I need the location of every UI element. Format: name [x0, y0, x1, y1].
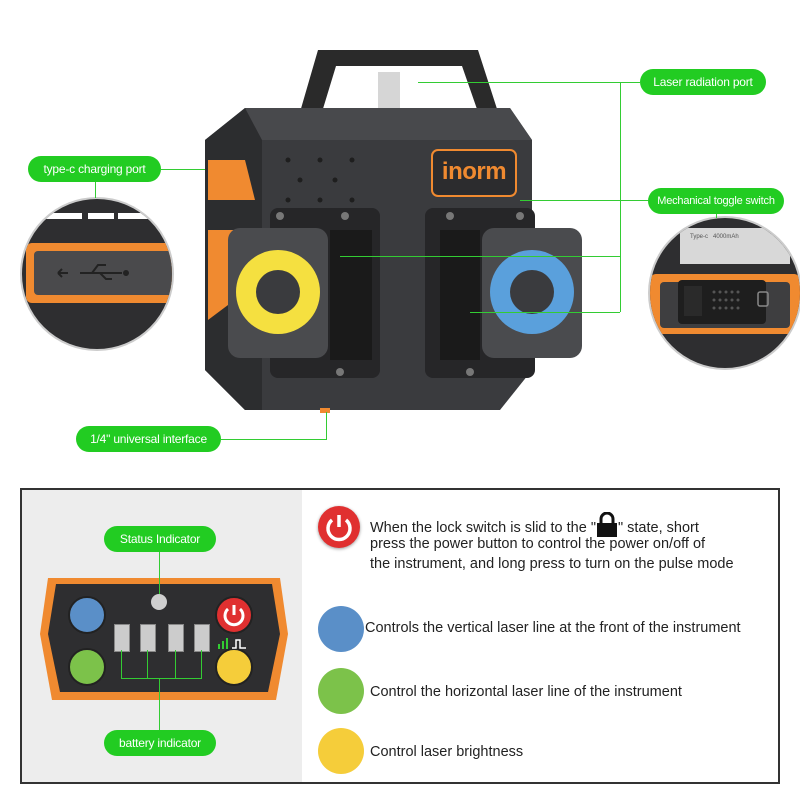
lock-icon: [596, 511, 617, 537]
blue-button-description: Controls the vertical laser line at the …: [365, 620, 741, 636]
keypad-illustration-area: Status Indicator battery indicator: [22, 490, 302, 782]
battery-segment-3: [168, 624, 184, 652]
leader-laser-port-v: [620, 82, 621, 312]
leader-charging-h: [161, 169, 205, 170]
status-indicator-label: Status Indicator: [104, 526, 216, 552]
status-indicator-light: [151, 594, 167, 610]
leader-battery-bus: [121, 678, 202, 679]
laser-level-device: [205, 50, 582, 413]
signal-pulse-icon: [218, 638, 246, 649]
battery-segment-2: [140, 624, 156, 652]
control-panel-section: Status Indicator battery indicator When …: [20, 488, 780, 784]
leader-toggle-v: [716, 214, 717, 218]
keypad-blue-button: [68, 596, 106, 634]
toggle-switch-zoom: [648, 216, 800, 370]
callout-universal-interface: 1/4" universal interface: [76, 426, 221, 452]
leader-interface-h: [221, 439, 327, 440]
keypad-power-button: [215, 596, 253, 634]
leader-battery-3: [175, 650, 176, 678]
green-button-description: Control the horizontal laser line of the…: [370, 684, 682, 700]
power-description-line2: press the power button to control the po…: [370, 536, 706, 552]
power-icon: [223, 605, 245, 627]
battery-indicator-label: battery indicator: [104, 730, 216, 756]
leader-battery-main: [159, 678, 160, 730]
callout-toggle-switch: Mechanical toggle switch: [648, 188, 784, 214]
power-button-icon: [318, 506, 360, 548]
callout-charging-port: type-c charging port: [28, 156, 161, 182]
keypad-green-button: [68, 648, 106, 686]
charging-port-zoom: [20, 197, 174, 351]
battery-segment-4: [194, 624, 210, 652]
callout-laser-radiation-port: Laser radiation port: [640, 69, 766, 95]
battery-segment-1: [114, 624, 130, 652]
green-button-icon: [318, 668, 364, 714]
power-description-line3: the instrument, and long press to turn o…: [370, 556, 734, 572]
yellow-button-description: Control laser brightness: [370, 744, 524, 760]
leader-battery-1: [121, 650, 122, 678]
power-description-line1: When the lock switch is slid to the "" s…: [370, 511, 699, 538]
leader-laser-port-h: [418, 82, 640, 83]
blue-button-icon: [318, 606, 364, 652]
leader-charging-v: [95, 182, 96, 198]
leader-laser-port-h3: [340, 256, 620, 257]
keypad: [40, 578, 288, 700]
leader-interface-v: [326, 412, 327, 439]
brand-logo: inorm: [441, 158, 507, 185]
power-icon: [326, 515, 352, 542]
battery-spec-label: Type-c 4000mAh: [690, 234, 739, 240]
yellow-button-icon: [318, 728, 364, 774]
leader-laser-port-h2: [470, 312, 620, 313]
leader-battery-4: [201, 650, 202, 678]
leader-status: [159, 552, 160, 594]
leader-toggle-h: [520, 200, 648, 201]
leader-battery-2: [147, 650, 148, 678]
keypad-yellow-button: [215, 648, 253, 686]
